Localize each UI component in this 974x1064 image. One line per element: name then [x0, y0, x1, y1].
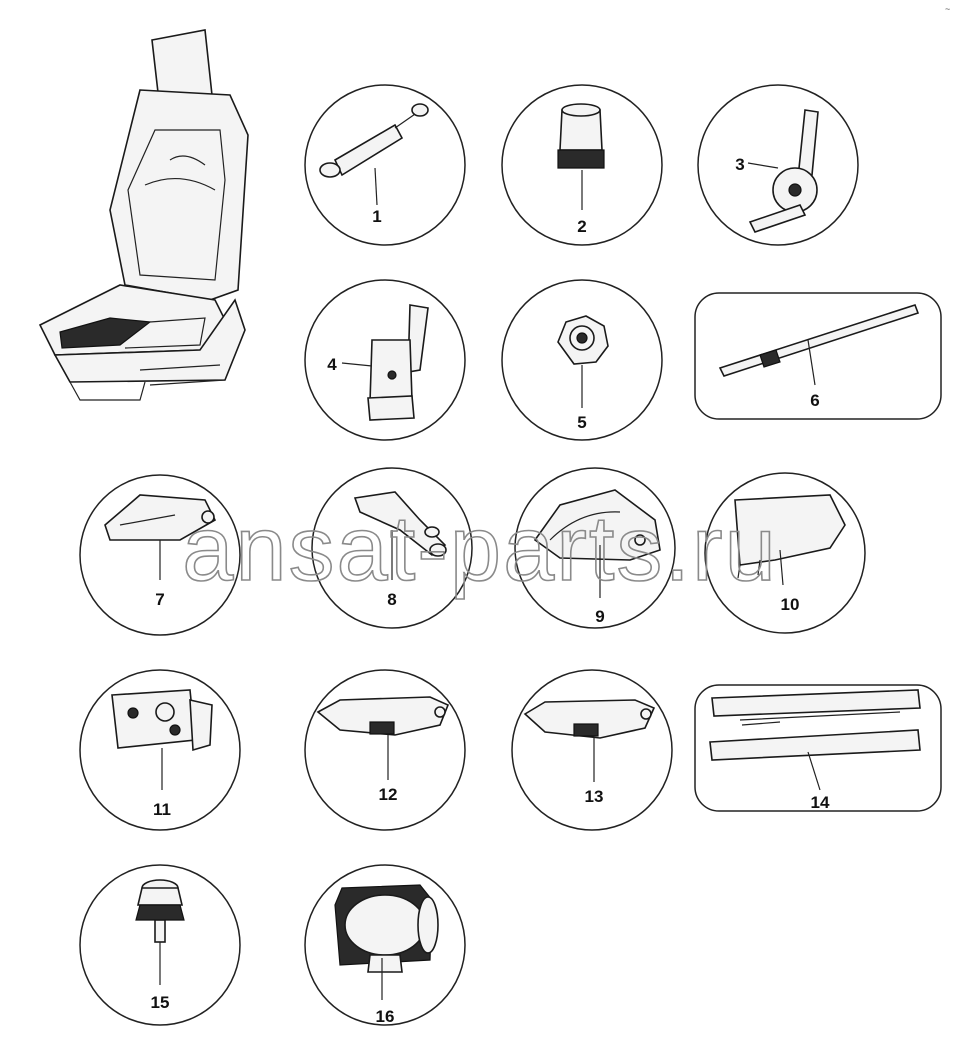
part-number-label: 11: [153, 800, 171, 819]
part-number-label: 1: [372, 207, 381, 226]
part-number-label: 16: [376, 1007, 395, 1026]
part-1-frame: [304, 84, 466, 246]
part-number-label: 5: [577, 413, 586, 432]
adjustment-knob-illustration: [557, 315, 609, 365]
part-number-label: 4: [327, 355, 337, 374]
part-number-label: 10: [781, 595, 800, 614]
part-number-label: 13: [585, 787, 604, 806]
part-number-label: 2: [577, 217, 586, 236]
seat-rails-illustration: [709, 689, 921, 761]
hinge-bracket-illustration: [367, 304, 429, 421]
part-3-frame: [697, 84, 859, 246]
shaft-illustration: [718, 304, 920, 377]
seat-assembly-illustration: [38, 29, 249, 401]
part-number-label: 7: [155, 590, 164, 609]
part-number-label: 12: [379, 785, 398, 804]
gas-spring-illustration: [319, 103, 429, 178]
part-number-label: 14: [811, 793, 830, 812]
slotted-plate-illustration: [104, 494, 217, 541]
rubber-bumper-illustration: [135, 879, 185, 943]
part-12-frame: [304, 669, 466, 831]
valve-block-illustration: [111, 689, 213, 752]
part-13-frame: [511, 669, 673, 831]
watermark: ansat-parts.ru: [182, 498, 778, 600]
part-number-label: 15: [151, 993, 170, 1012]
belt-retractor-illustration: [334, 884, 439, 973]
fork-bracket-illustration: [353, 491, 447, 557]
corner-mark: ~: [945, 4, 950, 14]
part-number-label: 3: [735, 155, 744, 174]
armrest-illustration: [523, 699, 656, 739]
recliner-mechanism-illustration: [748, 109, 819, 233]
part-number-label: 8: [387, 590, 396, 609]
plug-cap-illustration: [557, 103, 605, 169]
cover-plate-illustration: [533, 489, 661, 561]
part-number-label: 6: [810, 391, 819, 410]
armrest-illustration: [316, 696, 450, 736]
trim-panel-illustration: [734, 494, 846, 579]
part-number-label: 9: [595, 607, 604, 626]
